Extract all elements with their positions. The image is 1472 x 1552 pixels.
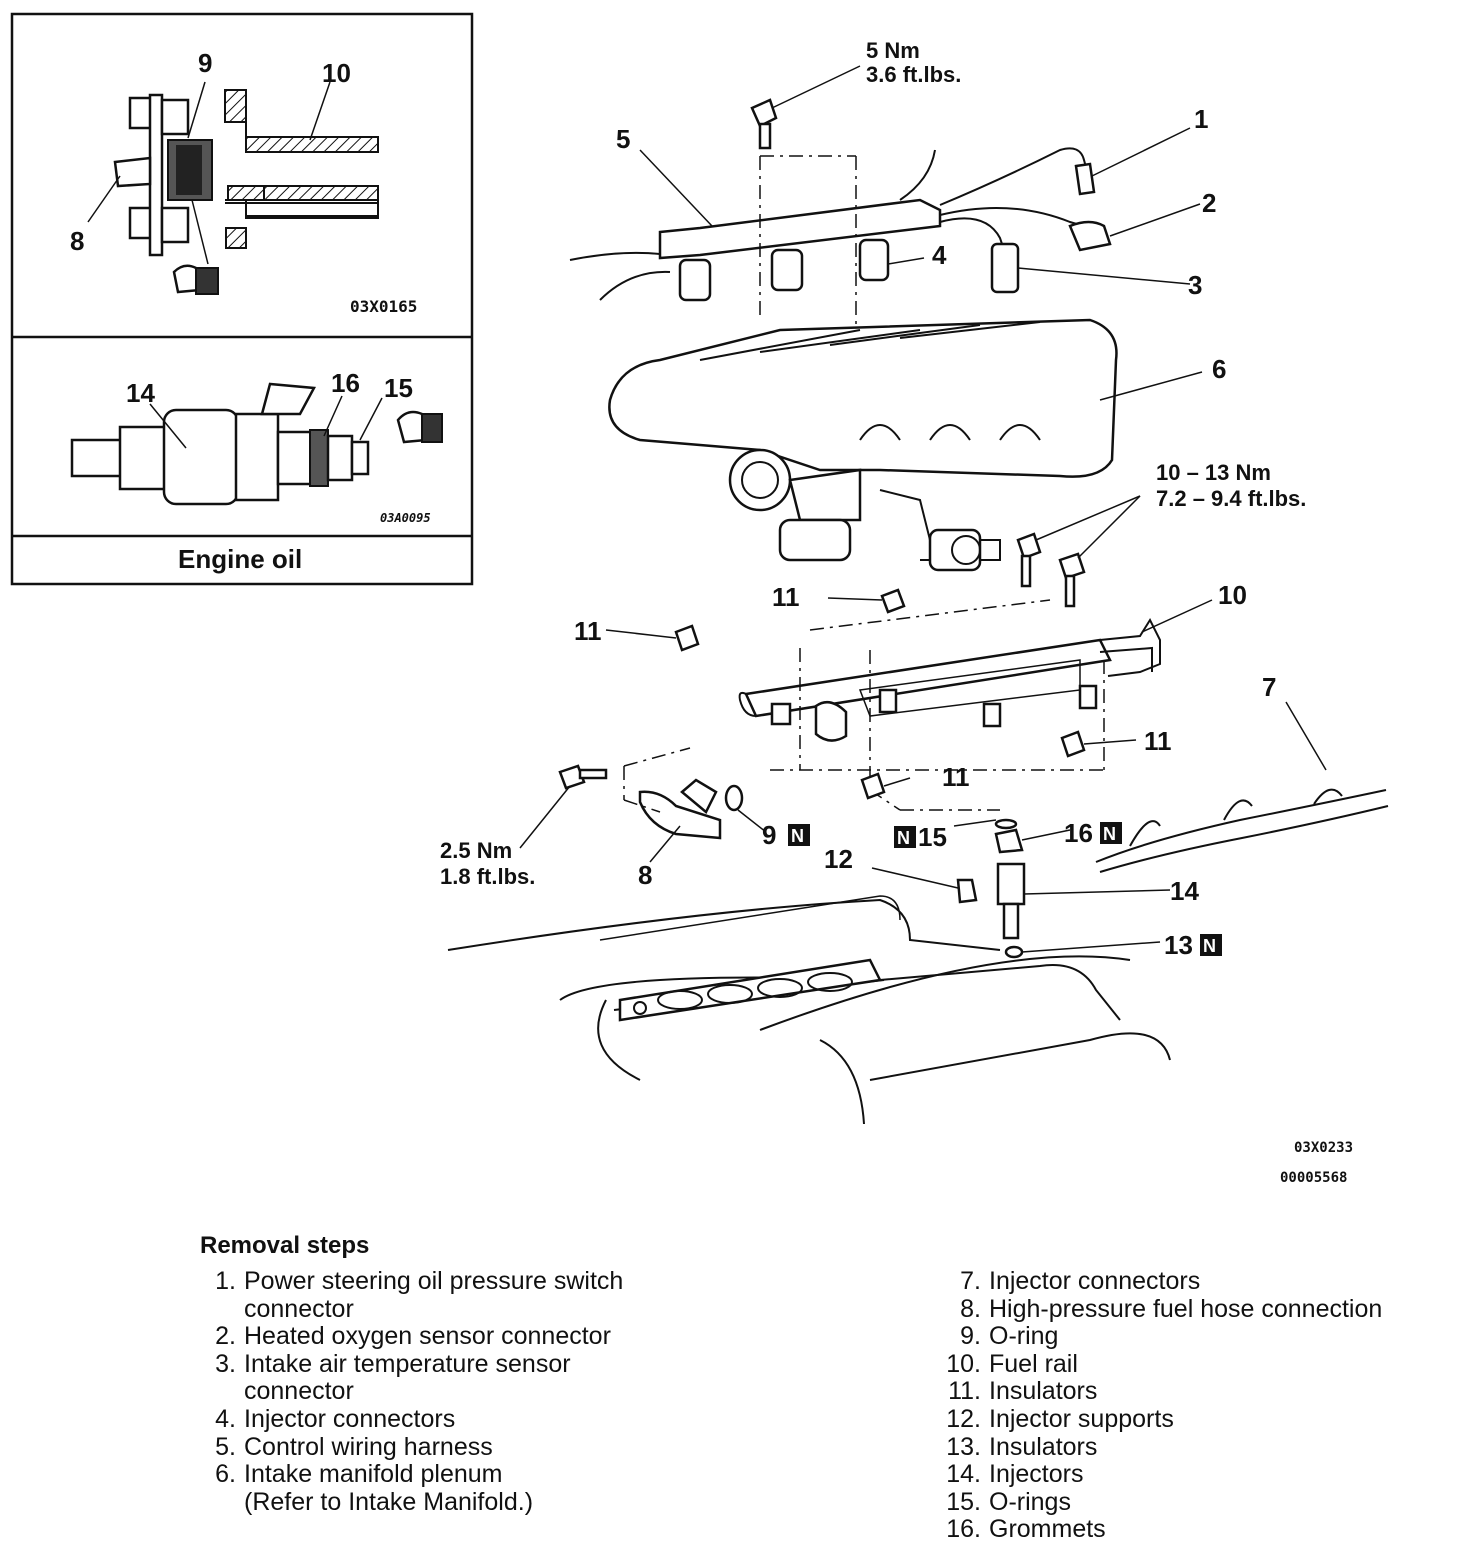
callout-11-top: 11 — [772, 582, 800, 612]
torque-spec-right-nm: 10 – 13 Nm — [1156, 460, 1271, 485]
intake-manifold-plenum — [608, 318, 1118, 572]
coolant-pipe — [569, 251, 671, 301]
callout-14: 14 — [1170, 876, 1199, 906]
exploded-view-diagram: 9 10 8 03X0165 14 16 15 03A0095 Engine o… — [10, 12, 1389, 1186]
diagram-code-2: 00005568 — [1280, 1170, 1347, 1186]
diagram-code-1: 03X0233 — [1294, 1140, 1353, 1156]
inset-callout-8: 8 — [70, 226, 84, 256]
inset-callout-10: 10 — [322, 58, 351, 88]
inset-code-bottom: 03A0095 — [380, 511, 431, 525]
svg-text:N: N — [1203, 936, 1216, 956]
cylinder-head — [447, 895, 1171, 1125]
new-part-mark-15: N — [894, 826, 916, 848]
callout-5: 5 — [616, 124, 630, 154]
callout-8: 8 — [638, 860, 652, 890]
removal-steps-legend: Removal steps 1.Power steering oil press… — [200, 1232, 1472, 1544]
legend-item: 16.Grommets — [946, 1515, 1106, 1544]
callout-13: 13 — [1164, 930, 1193, 960]
callout-15: 15 — [918, 822, 947, 852]
legend-item: 6.Intake manifold plenum(Refer to Intake… — [215, 1460, 534, 1516]
torque-spec-left-nm: 2.5 Nm — [440, 838, 512, 863]
callout-10: 10 — [1218, 580, 1247, 610]
legend-item: 8.High-pressure fuel hose connection — [960, 1294, 1383, 1323]
callout-3: 3 — [1188, 270, 1202, 300]
legend-title: Removal steps — [200, 1232, 370, 1259]
legend-item: 2.Heated oxygen sensor connector — [215, 1322, 611, 1351]
callout-12: 12 — [824, 844, 853, 874]
new-part-mark-16: N — [1100, 822, 1122, 844]
fuel-hose-section-drawing — [113, 89, 379, 295]
new-part-mark-9: N — [788, 824, 810, 846]
new-part-mark-13: N — [1200, 934, 1222, 956]
torque-spec-top-nm: 5 Nm — [866, 38, 920, 63]
legend-right-column: 7.Injector connectors 8.High-pressure fu… — [945, 1267, 1465, 1544]
legend-item: 4.Injector connectors — [215, 1404, 456, 1433]
callout-16: 16 — [1064, 818, 1093, 848]
injector-connector-harness — [1095, 788, 1389, 873]
fuel-rail-insulators — [674, 588, 1086, 800]
torque-spec-left-ftlbs: 1.8 ft.lbs. — [440, 864, 535, 889]
callout-11-bottom: 11 — [942, 762, 970, 792]
legend-item: 7.Injector connectors — [960, 1267, 1201, 1295]
callout-1: 1 — [1194, 104, 1208, 134]
callout-6: 6 — [1212, 354, 1226, 384]
legend-item: 10.Fuel rail — [946, 1349, 1078, 1378]
fuel-rail-bolts — [1016, 532, 1086, 608]
svg-text:N: N — [791, 826, 804, 846]
legend-item: 5.Control wiring harness — [215, 1432, 493, 1461]
injector-stack — [956, 818, 1026, 959]
high-pressure-hose-connection — [558, 764, 744, 840]
inset-callout-14: 14 — [126, 378, 155, 408]
legend-item: 13.Insulators — [946, 1432, 1098, 1461]
legend-item: 11.Insulators — [948, 1377, 1098, 1406]
fuel-rail — [738, 617, 1161, 742]
legend-item: 12.Injector supports — [946, 1404, 1174, 1433]
inset-callout-15: 15 — [384, 373, 413, 403]
svg-text:N: N — [1103, 824, 1116, 844]
torque-spec-top-ftlbs: 3.6 ft.lbs. — [866, 62, 961, 87]
inset-callout-16: 16 — [331, 368, 360, 398]
callout-9: 9 — [762, 820, 776, 850]
inset-callout-9: 9 — [198, 48, 212, 78]
callout-7: 7 — [1262, 672, 1276, 702]
control-wiring-harness — [658, 147, 1112, 302]
legend-item: 9.O-ring — [960, 1322, 1059, 1351]
inset-code-top: 03X0165 — [350, 297, 417, 316]
callout-2: 2 — [1202, 188, 1216, 218]
injector-detail-drawing — [70, 382, 443, 506]
inset-panel — [10, 12, 474, 586]
harness-bolt — [750, 98, 778, 150]
callout-4: 4 — [932, 240, 947, 270]
callout-11-right: 11 — [1144, 726, 1172, 756]
legend-item: 14.Injectors — [946, 1460, 1084, 1489]
inset-caption-engine-oil: Engine oil — [178, 544, 302, 574]
callout-11-left: 11 — [574, 616, 602, 646]
svg-text:N: N — [897, 828, 910, 848]
legend-item: 15.O-rings — [946, 1487, 1071, 1516]
torque-spec-right-ftlbs: 7.2 – 9.4 ft.lbs. — [1156, 486, 1306, 511]
